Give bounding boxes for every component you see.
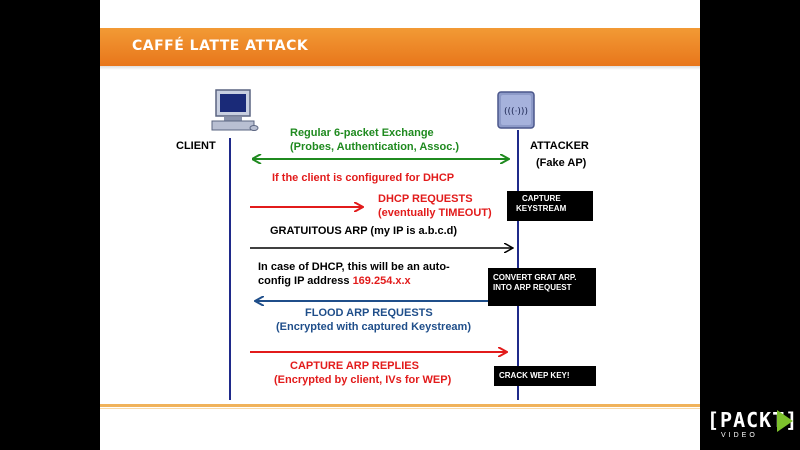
packt-logo: [PACKT] VIDEO <box>707 408 797 444</box>
title-bar: CAFFÉ LATTE ATTACK <box>100 28 700 66</box>
box2-line1: CONVERT GRAT ARP. <box>493 273 577 282</box>
title-shadow <box>100 66 700 70</box>
box2-line2: INTO ARP REQUEST <box>493 283 572 292</box>
dhcp-timeout-label: (eventually TIMEOUT) <box>378 207 492 219</box>
client-label: CLIENT <box>176 140 216 152</box>
capture-replies-sublabel: (Encrypted by client, IVs for WEP) <box>274 374 452 386</box>
flood-arp-sublabel: (Encrypted with captured Keystream) <box>276 321 471 333</box>
access-point-icon: (((·))) <box>497 91 535 129</box>
svg-text:(((·))): (((·))) <box>504 107 528 117</box>
play-icon <box>777 410 793 432</box>
dhcp-note-line2: config IP address 169.254.x.x <box>258 275 411 287</box>
box1-line1: CAPTURE <box>522 194 561 203</box>
exchange-label-2: (Probes, Authentication, Assoc.) <box>290 141 460 153</box>
capture-replies-label: CAPTURE ARP REPLIES <box>290 360 419 372</box>
slide: CAFFÉ LATTE ATTACK <box>100 0 700 450</box>
dhcp-requests-label: DHCP REQUESTS <box>378 193 473 205</box>
exchange-label-1: Regular 6-packet Exchange <box>290 127 434 139</box>
dhcp-condition-label: If the client is configured for DHCP <box>272 172 455 184</box>
flood-arp-label: FLOOD ARP REQUESTS <box>305 307 433 319</box>
gratuitous-arp-label: GRATUITOUS ARP (my IP is a.b.c.d) <box>270 225 458 237</box>
box1-line2: KEYSTREAM <box>516 204 567 213</box>
dhcp-note-text: config IP address <box>258 275 350 287</box>
crack-wep-box: CRACK WEP KEY! <box>494 366 596 386</box>
box3-text: CRACK WEP KEY! <box>499 371 570 380</box>
slide-title: CAFFÉ LATTE ATTACK <box>132 38 309 54</box>
dhcp-note-line1: In case of DHCP, this will be an auto- <box>258 261 450 273</box>
convert-arp-box: CONVERT GRAT ARP. INTO ARP REQUEST <box>488 268 596 306</box>
attacker-sublabel: (Fake AP) <box>536 157 587 169</box>
computer-icon <box>211 89 259 131</box>
sequence-diagram: (((·))) <box>211 89 535 400</box>
logo-sub: VIDEO <box>721 432 758 439</box>
auto-config-ip: 169.254.x.x <box>352 275 411 287</box>
attacker-label: ATTACKER <box>530 140 589 152</box>
capture-keystream-box: CAPTURE KEYSTREAM <box>507 191 593 221</box>
footer-rule <box>100 404 700 407</box>
footer-rule-thin <box>100 408 700 409</box>
